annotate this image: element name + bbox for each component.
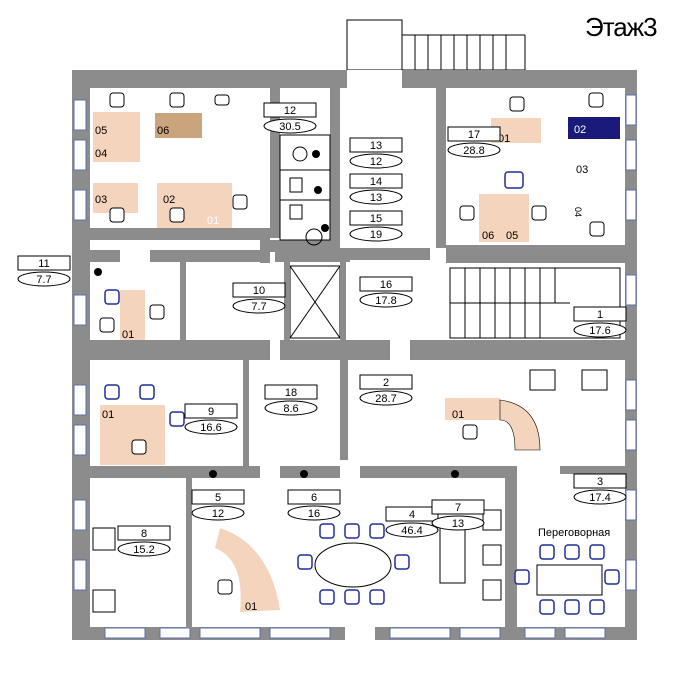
- floor-title: Этаж3: [585, 12, 657, 42]
- room-number: 8: [141, 528, 147, 540]
- svg-text:01: 01: [122, 329, 134, 341]
- svg-text:01: 01: [245, 601, 257, 613]
- svg-text:04: 04: [573, 207, 583, 217]
- room-area: 16.6: [200, 422, 221, 434]
- room-area: 7.7: [36, 274, 51, 286]
- corner-markers: [94, 150, 459, 478]
- room-number: 18: [285, 387, 297, 399]
- room-number: 16: [380, 279, 392, 291]
- room-number: 13: [370, 140, 382, 152]
- room-label-5: 512: [191, 489, 245, 521]
- room-label-3: 317.4: [573, 473, 627, 505]
- room-area: 16: [308, 508, 320, 520]
- room-number: 3: [597, 476, 603, 488]
- room-area: 15.2: [133, 544, 154, 556]
- svg-text:01: 01: [498, 133, 510, 145]
- room-label-11: 117.7: [17, 255, 71, 287]
- blue-chairs: [104, 171, 620, 615]
- svg-text:05: 05: [506, 230, 518, 242]
- bathrooms: [279, 134, 331, 246]
- room-area: 28.7: [375, 393, 396, 405]
- room-label-12: 12 30.5: [263, 102, 317, 134]
- room-number: 6: [311, 492, 317, 504]
- room-label-10: 107.7: [232, 282, 286, 314]
- room-number: 15: [370, 213, 382, 225]
- room-number: 10: [253, 285, 265, 297]
- room-number: 4: [409, 509, 415, 521]
- meeting-tables: [314, 542, 603, 596]
- room-number: 2: [383, 377, 389, 389]
- room-number: 5: [215, 492, 221, 504]
- room-number: 14: [370, 176, 382, 188]
- room-area: 7.7: [251, 301, 266, 313]
- interior-walls: [90, 88, 625, 628]
- svg-text:01: 01: [207, 215, 219, 227]
- room-area: 46.4: [401, 525, 422, 537]
- svg-text:03: 03: [576, 164, 588, 176]
- room-label-9: 916.6: [184, 403, 238, 435]
- room-number: 12: [284, 105, 296, 117]
- room-area: 17.6: [589, 325, 610, 337]
- elevator: [284, 262, 346, 342]
- room-area: 8.6: [283, 403, 298, 415]
- meeting-room-label: Переговорная: [538, 527, 610, 539]
- room-number: 9: [208, 406, 214, 418]
- room-label-8: 815.2: [117, 525, 171, 557]
- svg-text:03: 03: [95, 194, 107, 206]
- room-area: 19: [370, 229, 382, 241]
- svg-text:01: 01: [452, 409, 464, 421]
- room-number: 7: [455, 502, 461, 514]
- svg-text:04: 04: [95, 148, 107, 160]
- svg-text:06: 06: [157, 125, 169, 137]
- room-number: 1: [597, 309, 603, 321]
- stairs-right: [449, 267, 621, 339]
- room-area: 12: [212, 508, 224, 520]
- room-area: 30.5: [279, 121, 300, 133]
- desk-labels: 05 04 06 03 02 01 01 02 03 06 05 01 01 0…: [95, 124, 588, 613]
- room-number: 11: [38, 258, 49, 270]
- room-label-2: 228.7: [359, 374, 413, 406]
- svg-text:05: 05: [95, 125, 107, 137]
- room-area: 13: [452, 518, 464, 530]
- room-label-18: 188.6: [264, 384, 318, 416]
- room-label-4: 446.4: [385, 506, 439, 538]
- windows: [73, 94, 637, 639]
- room-label-7: 713: [431, 499, 485, 531]
- room-number: 17: [468, 129, 480, 141]
- svg-text:06: 06: [482, 230, 494, 242]
- chairs: [92, 92, 608, 613]
- room-label-17: 17 28.8: [447, 126, 501, 158]
- room-area: 13: [370, 192, 382, 204]
- desks: [93, 112, 620, 612]
- entrance-stair-top: [346, 19, 526, 71]
- room-label-16: 16 17.8: [359, 276, 413, 308]
- svg-text:02: 02: [163, 194, 175, 206]
- svg-text:01: 01: [102, 409, 114, 421]
- room-area: 28.8: [463, 145, 484, 157]
- room-area: 17.8: [375, 295, 396, 307]
- room-label-6: 616: [287, 489, 341, 521]
- svg-text:02: 02: [574, 124, 586, 136]
- room-area: 12: [370, 156, 382, 168]
- room-label-1: 117.6: [573, 306, 627, 338]
- room-area: 17.4: [589, 492, 610, 504]
